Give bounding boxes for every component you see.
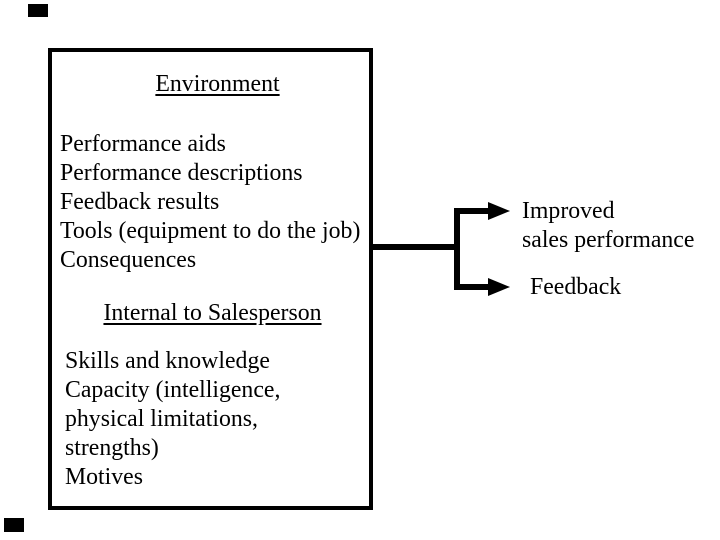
environment-item: Consequences (60, 247, 197, 273)
internal-heading: Internal to Salesperson (103, 300, 322, 326)
branch-bracket (454, 208, 460, 290)
environment-item-list: Performance aids Performance description… (60, 130, 360, 275)
corner-artifact-top-left (28, 4, 48, 17)
environment-item: Feedback results (60, 189, 220, 215)
environment-item: Performance aids (60, 131, 226, 157)
internal-item: Capacity (intelligence, (65, 377, 281, 403)
feedback-arrow (458, 284, 490, 290)
improved-arrow (458, 208, 490, 214)
feedback-arrowhead-icon (488, 278, 510, 296)
feedback-label: Feedback (530, 274, 622, 300)
corner-artifact-bottom-left (4, 518, 24, 532)
improved-sales-label-line1: Improved (522, 198, 615, 224)
environment-item: Tools (equipment to do the job) (60, 218, 361, 244)
internal-item: Skills and knowledge (65, 348, 270, 374)
improved-sales-label-line2: sales performance (522, 227, 695, 253)
internal-item: physical limitations, (65, 406, 259, 432)
environment-heading: Environment (155, 71, 280, 97)
improved-arrowhead-icon (488, 202, 510, 220)
improved-sales-label: Improved sales performance (522, 197, 694, 255)
connector-line (370, 244, 460, 250)
internal-item: strengths) (65, 435, 159, 461)
internal-item: Motives (65, 464, 144, 490)
internal-item-list: Skills and knowledge Capacity (intellige… (65, 347, 280, 492)
factors-box: Environment Performance aids Performance… (48, 48, 373, 510)
environment-item: Performance descriptions (60, 160, 303, 186)
